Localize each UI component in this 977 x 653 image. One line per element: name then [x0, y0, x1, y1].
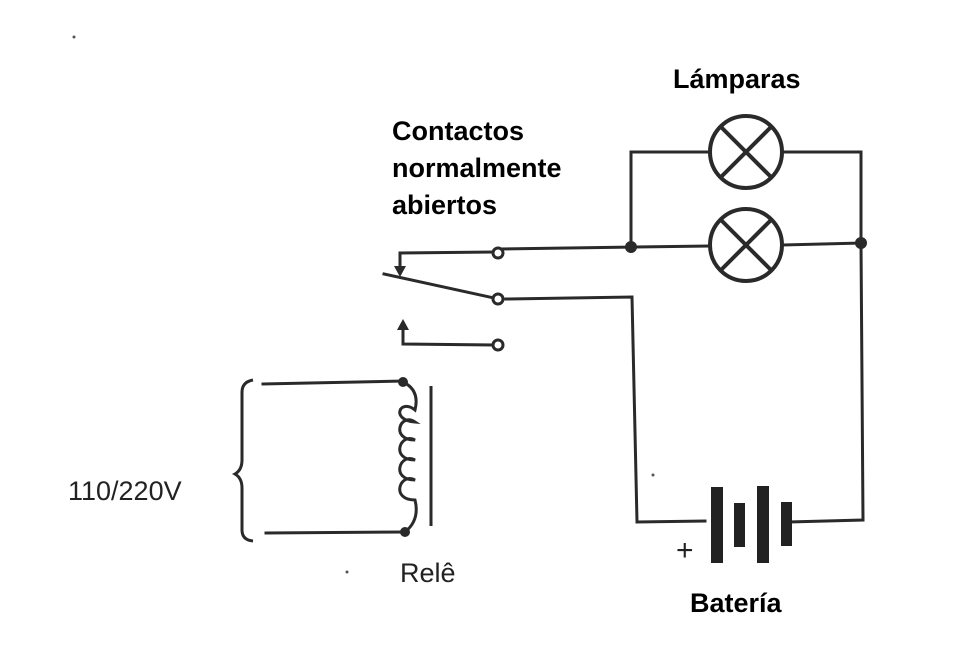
- contacts-label-line1: Contactos: [392, 116, 524, 146]
- scan-speck: [345, 570, 349, 574]
- lamp-bottom: [708, 207, 784, 283]
- terminal-top: [491, 246, 505, 260]
- lamp-top: [708, 114, 784, 190]
- coil-top-wire: [261, 379, 405, 386]
- switch-blade: [382, 272, 496, 300]
- lamp-top-left-wire: [629, 150, 711, 248]
- coil-bottom-wire: [264, 530, 407, 535]
- battery-plate-long-1: [711, 487, 723, 563]
- contact-top-arm: [398, 250, 496, 274]
- battery-plate-short-1: [734, 503, 745, 547]
- battery: [711, 486, 792, 563]
- coil-windings: [398, 380, 421, 534]
- switch-to-battery-wire: [504, 295, 707, 524]
- battery-label: Batería: [690, 588, 783, 618]
- lamp-bottom-right-wire: [781, 241, 863, 247]
- battery-plate-long-2: [757, 486, 769, 563]
- battery-plus-sign: +: [676, 534, 694, 567]
- contact-top-arrow-icon: [394, 266, 406, 277]
- voltage-label: 110/220V: [68, 476, 182, 506]
- contact-bottom-arm: [401, 323, 496, 347]
- lamps-label: Lámparas: [673, 64, 801, 94]
- lamp-branch-wires: [498, 150, 865, 524]
- contact-bottom-arrow-icon: [397, 319, 409, 330]
- scan-speck: [72, 35, 76, 39]
- relay-label: Relê: [400, 558, 456, 588]
- contacts-label-line2: normalmente: [392, 153, 562, 183]
- junction-dot-right: [855, 237, 867, 249]
- relay-contacts: [382, 246, 707, 524]
- voltage-brace: [231, 378, 254, 543]
- relay-coil: [231, 377, 433, 543]
- contacts-label-line3: abiertos: [392, 190, 497, 220]
- lamp-top-right-wire: [781, 150, 863, 245]
- terminal-bottom: [491, 338, 505, 352]
- junction-dot-left: [625, 241, 637, 253]
- scan-speck: [651, 473, 655, 477]
- terminal-common: [491, 292, 505, 306]
- contact-top-to-lamp-wire: [498, 244, 711, 251]
- battery-plate-short-2: [781, 502, 792, 546]
- right-return-wire: [788, 241, 865, 524]
